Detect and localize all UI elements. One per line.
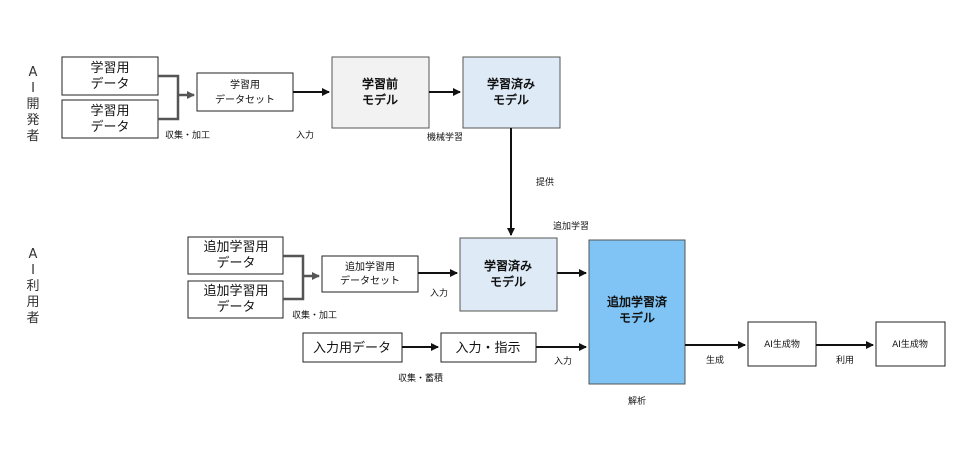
box-text: 追加学習用: [203, 239, 268, 255]
box-text: 追加学習用: [345, 260, 395, 273]
add-dataset-box: 追加学習用 データセット: [321, 255, 419, 293]
add-data-box-1: 追加学習用 データ: [187, 236, 284, 275]
box-text: 入力用データ: [313, 340, 391, 356]
box-text: 入力・指示: [455, 341, 520, 356]
merge-bracket-user: [283, 254, 305, 301]
pre-model-box: 学習前 モデル: [331, 56, 430, 129]
actor-developer-char: 開: [26, 97, 39, 112]
box-text: 追加学習済: [607, 294, 668, 309]
label-input-top: 入力: [296, 129, 314, 141]
box-text: 学習済み: [484, 258, 532, 273]
label-collect-store: 収集・蓄積: [398, 372, 443, 384]
box-text: 学習用: [230, 78, 260, 91]
box-text: 学習用: [90, 60, 129, 76]
box-text: 学習用: [90, 103, 129, 119]
box-text: データセット: [215, 93, 275, 106]
label-machine-learning: 機械学習: [427, 131, 463, 143]
label-input-bottom: 入力: [430, 287, 448, 299]
actor-user-char: 用: [26, 295, 39, 310]
actor-developer-char: 発: [26, 113, 39, 128]
trained-model-box-bottom: 学習済み モデル: [459, 237, 558, 312]
box-text: データ: [216, 299, 255, 315]
label-collect-process-bottom: 収集・加工: [292, 309, 337, 321]
label-use: 利用: [836, 354, 854, 366]
label-analysis: 解析: [628, 395, 646, 407]
label-input-right: 入力: [554, 355, 572, 367]
actor-developer-label: A I 開 発 者: [26, 65, 39, 144]
actor-user-char: I: [31, 263, 35, 278]
box-text: モデル: [362, 92, 398, 107]
ai-output-box-1: AI生成物: [747, 321, 817, 367]
additional-model-box: 追加学習済 モデル: [588, 239, 686, 385]
label-collect-process-top: 収集・加工: [165, 129, 210, 141]
input-instruction-box: 入力・指示: [440, 332, 537, 363]
ai-output-box-2: AI生成物: [875, 321, 946, 367]
merge-bracket-dev: [158, 74, 180, 121]
dev-data-box-2: 学習用 データ: [61, 99, 159, 139]
dev-data-box-1: 学習用 データ: [61, 56, 159, 96]
box-text: モデル: [490, 274, 526, 289]
box-text: 追加学習用: [203, 283, 268, 299]
dev-dataset-box: 学習用 データセット: [196, 72, 294, 112]
label-generate: 生成: [706, 354, 724, 366]
box-text: 学習前: [362, 76, 398, 91]
box-text: データ: [90, 76, 129, 92]
add-data-box-2: 追加学習用 データ: [187, 280, 284, 319]
box-text: モデル: [619, 310, 655, 325]
box-text: 学習済み: [487, 76, 535, 91]
label-provide: 提供: [536, 176, 554, 188]
actor-developer-char: I: [31, 81, 35, 96]
actor-user-char: 利: [26, 279, 39, 294]
actor-developer-char: A: [29, 65, 38, 80]
box-text: AI生成物: [764, 338, 800, 350]
actor-user-label: A I 利 用 者: [26, 247, 39, 326]
box-text: データセット: [340, 274, 400, 287]
label-additional-learning: 追加学習: [553, 220, 589, 232]
box-text: モデル: [493, 92, 529, 107]
actor-user-char: A: [29, 247, 38, 262]
box-text: AI生成物: [892, 338, 928, 350]
trained-model-box-top: 学習済み モデル: [462, 56, 561, 129]
input-data-box: 入力用データ: [302, 332, 403, 363]
box-text: データ: [90, 119, 129, 135]
box-text: データ: [216, 255, 255, 271]
actor-developer-char: 者: [26, 129, 39, 144]
actor-user-char: 者: [26, 311, 39, 326]
